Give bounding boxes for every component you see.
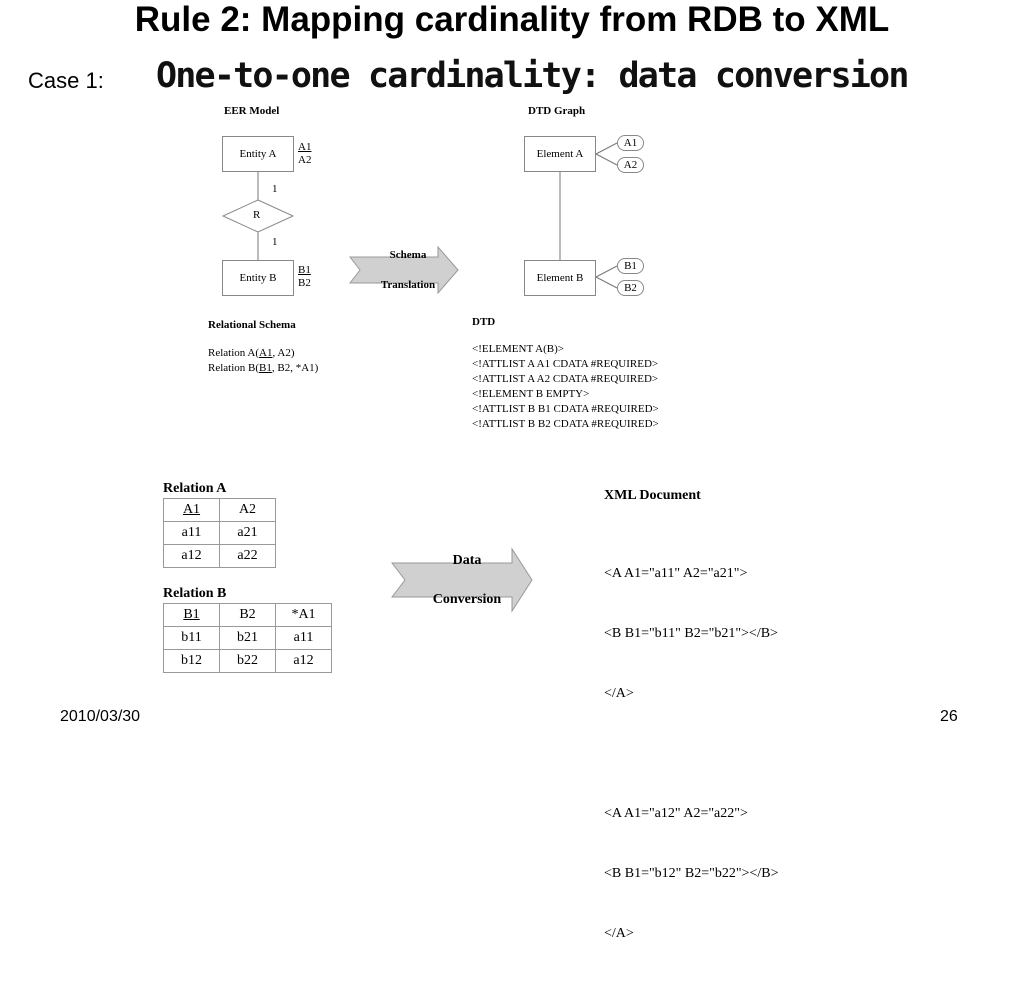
- rel-b-key: B1: [259, 362, 272, 374]
- rel-a-key: A1: [259, 347, 273, 359]
- footer-page-number: 26: [940, 708, 958, 725]
- table-header-cell: A2: [219, 498, 276, 522]
- ellipse-a2-label: A2: [623, 159, 638, 171]
- table-header-cell: *A1: [275, 603, 332, 627]
- ellipse-b1: B1: [617, 258, 644, 274]
- table-cell: a12: [163, 544, 220, 568]
- dtd-graph-heading: DTD Graph: [528, 105, 586, 117]
- rel-b-rest: , B2, *A1): [271, 362, 319, 374]
- entity-a-box: Entity A: [222, 136, 294, 172]
- edge-a1: [595, 142, 618, 155]
- ellipse-b2-label: B2: [624, 282, 637, 294]
- table-row: a12 a22: [163, 544, 276, 568]
- relational-schema: Relational Schema Relation A(A1, A2) Rel…: [208, 319, 318, 376]
- table-cell: a11: [275, 626, 332, 650]
- table-header-cell: A1: [163, 498, 220, 522]
- footer-date: 2010/03/30: [60, 708, 141, 725]
- attr-b2: B2: [298, 277, 311, 289]
- table-header-row: A1 A2: [163, 498, 276, 522]
- table-row: b12 b22 a12: [163, 649, 332, 673]
- data-arrow: [390, 547, 533, 613]
- table-cell: b11: [163, 626, 220, 650]
- ellipse-a1-label: A1: [623, 137, 638, 149]
- element-b-label: Element B: [536, 272, 584, 284]
- rel-a-rest: , A2): [272, 347, 295, 359]
- entity-b-attrs: B1 B2: [298, 264, 311, 290]
- entity-a-attrs: A1 A2: [298, 141, 311, 167]
- table-header-row: B1 B2 *A1: [163, 603, 332, 627]
- table-cell: a21: [219, 521, 276, 545]
- table-row: b11 b21 a11: [163, 626, 332, 650]
- dtd-line: <!ATTLIST A A1 CDATA #REQUIRED>: [472, 358, 659, 370]
- entity-b-box: Entity B: [222, 260, 294, 296]
- xml-line: <A A1="a12" A2="a22">: [604, 806, 748, 821]
- schema-arrow-line2: Translation: [380, 279, 436, 291]
- table-row: a11 a21: [163, 521, 276, 545]
- element-a-label: Element A: [536, 148, 584, 160]
- relational-schema-heading: Relational Schema: [208, 319, 296, 331]
- element-a-box: Element A: [524, 136, 596, 172]
- attr-b1: B1: [298, 264, 311, 276]
- table-cell: a12: [275, 649, 332, 673]
- relationship-diamond: [221, 199, 295, 233]
- xml-line: <A A1="a11" A2="a21">: [604, 566, 748, 581]
- dtd-block: DTD <!ELEMENT A(B)> <!ATTLIST A A1 CDATA…: [472, 316, 659, 432]
- xml-line: [604, 744, 778, 764]
- table-cell: b22: [219, 649, 276, 673]
- slide-title: Rule 2: Mapping cardinality from RDB to …: [134, 0, 890, 39]
- schema-arrow-line1: Schema: [389, 249, 427, 261]
- dtd-heading: DTD: [472, 316, 496, 328]
- cardinality-bottom: 1: [272, 236, 278, 248]
- cardinality-top: 1: [272, 183, 278, 195]
- entity-b-label: Entity B: [239, 272, 277, 284]
- dtd-line: <!ELEMENT B EMPTY>: [472, 388, 590, 400]
- xml-line: <B B1="b11" B2="b21"></B>: [604, 626, 778, 641]
- ellipse-b1-label: B1: [624, 260, 637, 272]
- eer-heading: EER Model: [224, 105, 280, 117]
- table-cell: b21: [219, 626, 276, 650]
- ellipse-a2: A2: [617, 157, 644, 173]
- dtd-line: <!ATTLIST B B2 CDATA #REQUIRED>: [472, 418, 659, 430]
- xml-line: </A>: [604, 926, 634, 941]
- dtd-line: <!ATTLIST B B1 CDATA #REQUIRED>: [472, 403, 659, 415]
- diagram-lines: [221, 142, 618, 613]
- element-b-box: Element B: [524, 260, 596, 296]
- schema-arrow: [348, 245, 459, 295]
- edge-b2: [595, 276, 618, 289]
- relation-b-label: Relation B: [163, 586, 227, 601]
- rel-a-prefix: Relation A(: [208, 347, 260, 359]
- table-header-cell: B2: [219, 603, 276, 627]
- dtd-line: <!ATTLIST A A2 CDATA #REQUIRED>: [472, 373, 659, 385]
- relationship-label: R: [253, 209, 261, 221]
- data-arrow-line1: Data: [452, 553, 482, 568]
- xml-line: </A>: [604, 686, 634, 701]
- edge-b1: [595, 265, 618, 278]
- attr-a2: A2: [298, 154, 312, 166]
- slide-subtitle: One-to-one cardinality: data conversion: [156, 56, 909, 96]
- relation-b-table: B1 B2 *A1 b11 b21 a11 b12 b22 a12: [163, 603, 332, 673]
- entity-a-label: Entity A: [239, 148, 277, 160]
- xml-line: <B B1="b12" B2="b22"></B>: [604, 866, 779, 881]
- relation-a-table: A1 A2 a11 a21 a12 a22: [163, 498, 276, 568]
- table-cell: a11: [163, 521, 220, 545]
- xml-heading: XML Document: [604, 488, 701, 503]
- ellipse-b2: B2: [617, 280, 644, 296]
- case-label: Case 1:: [28, 68, 104, 93]
- rel-b-prefix: Relation B(: [208, 362, 260, 374]
- attr-a1: A1: [298, 141, 312, 153]
- table-cell: b12: [163, 649, 220, 673]
- ellipse-a1: A1: [617, 135, 644, 151]
- data-arrow-line2: Conversion: [432, 592, 502, 607]
- edge-a2: [595, 153, 618, 166]
- table-cell: a22: [219, 544, 276, 568]
- xml-document: XML Document <A A1="a11" A2="a21"> <B B1…: [604, 488, 778, 984]
- table-header-cell: B1: [163, 603, 220, 627]
- dtd-line: <!ELEMENT A(B)>: [472, 343, 564, 355]
- relation-a-label: Relation A: [163, 481, 227, 496]
